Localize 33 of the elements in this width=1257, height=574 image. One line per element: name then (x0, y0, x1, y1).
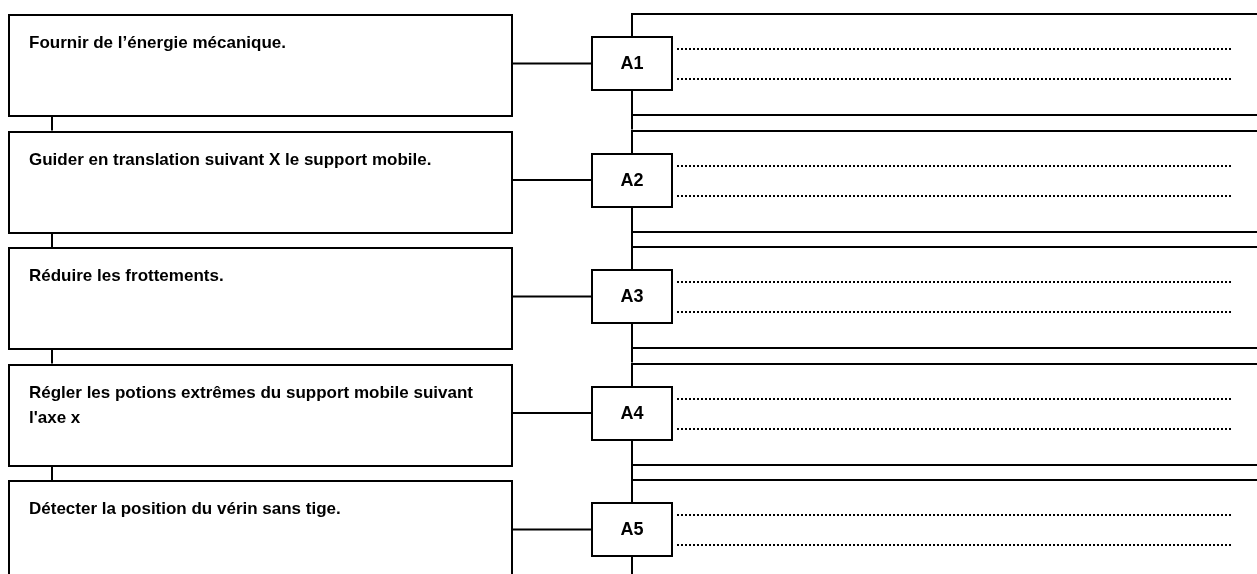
connector-line (512, 528, 592, 531)
function-text: Détecter la position du vérin sans tige. (29, 498, 341, 520)
connector-line (512, 412, 592, 414)
function-text: Régler les potions extrêmes du support mobile suivant l'axe x (29, 381, 474, 429)
code-box (591, 502, 673, 557)
connector-line (512, 62, 592, 65)
connector-line (631, 464, 633, 480)
connector-line (512, 295, 592, 298)
connector-line (51, 349, 53, 365)
function-box (8, 14, 513, 117)
code-box (591, 269, 673, 324)
function-text: Guider en translation suivant X le support mobile. (29, 148, 432, 171)
code-label: A5 (620, 519, 644, 540)
function-box (8, 247, 513, 350)
code-box (591, 36, 673, 91)
connector-line (51, 116, 53, 132)
code-box (591, 385, 673, 441)
code-label: A4 (620, 402, 644, 424)
code-box (591, 152, 673, 208)
code-label: A3 (620, 286, 644, 307)
connector-line (51, 465, 53, 481)
code-label: A2 (620, 169, 644, 191)
function-box (8, 130, 513, 234)
function-text: Fournir de l’énergie mécanique. (29, 32, 286, 54)
function-box (8, 480, 513, 574)
connector-line (631, 348, 633, 364)
function-text: Réduire les frottements. (29, 265, 224, 287)
connector-line (51, 232, 53, 248)
function-box (8, 363, 513, 467)
connector-line (631, 115, 633, 131)
connector-line (631, 231, 633, 247)
connector-line (512, 179, 592, 181)
code-label: A1 (620, 53, 644, 74)
